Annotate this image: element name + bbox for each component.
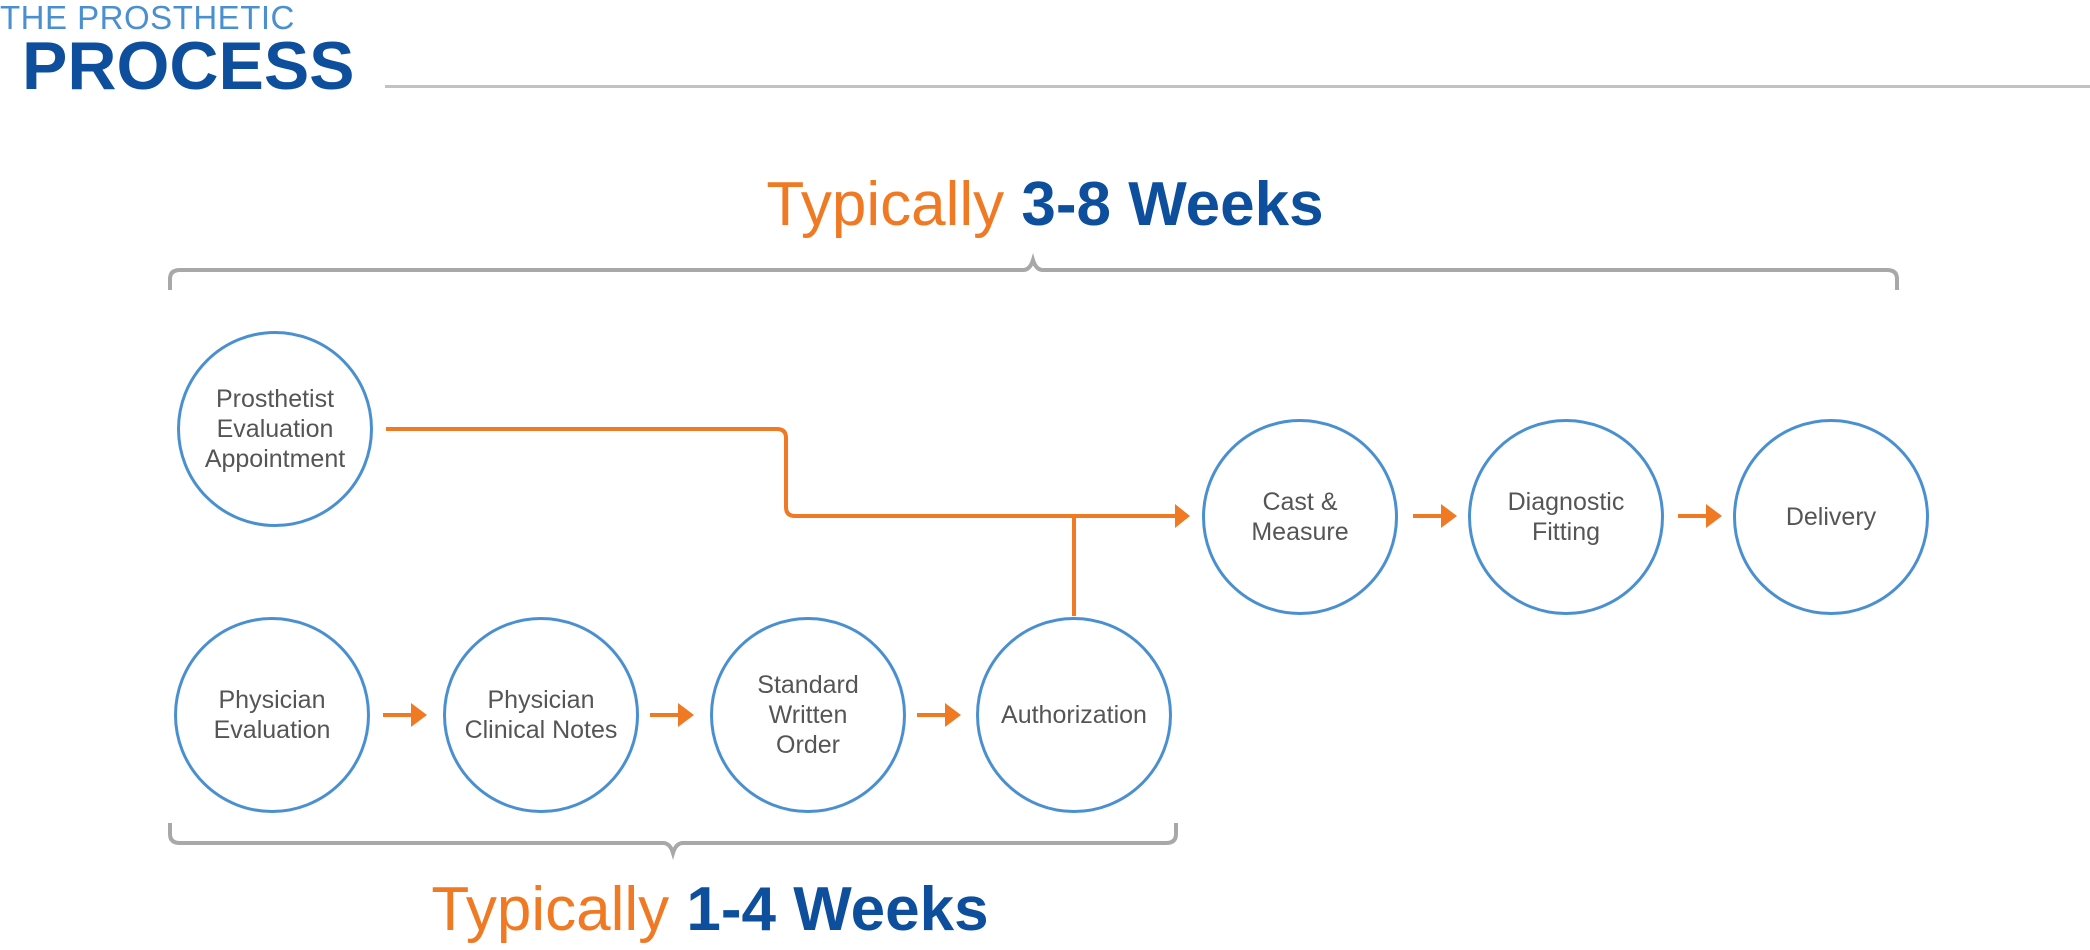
header-subtitle: THE PROSTHETIC [0,0,295,36]
arrow-1-icon [383,703,427,727]
node-label: Diagnostic Fitting [1507,488,1625,546]
initial-duration-bracket [168,823,1178,860]
header-divider [385,85,2090,88]
arrow-2-icon [650,703,694,727]
initial-duration-lead: Typically [431,875,670,944]
node-label: Physician Clinical Notes [464,686,618,744]
node-diagnostic-fitting: Diagnostic Fitting [1468,419,1664,615]
node-authorization: Authorization [976,617,1172,813]
node-physician-clinical-notes: Physician Clinical Notes [443,617,639,813]
total-duration-lead: Typically [766,170,1005,239]
arrow-5-icon [1678,504,1722,528]
arrow-to-cast-icon [1175,504,1190,528]
node-prosthetist-evaluation: Prosthetist Evaluation Appointment [177,331,373,527]
prosthetist-connector-line [386,427,1175,518]
node-label: Authorization [1001,701,1147,729]
node-standard-written-order: Standard Written Order [710,617,906,813]
total-duration-value: 3-8 Weeks [1021,170,1324,239]
initial-duration-value: 1-4 Weeks [686,875,989,944]
total-duration-label: Typically 3-8 Weeks [645,170,1445,240]
node-label: Standard Written Order [757,671,859,759]
initial-duration-label: Typically 1-4 Weeks [310,875,1110,945]
arrow-4-icon [1413,504,1457,528]
node-physician-evaluation: Physician Evaluation [174,617,370,813]
node-cast-measure: Cast & Measure [1202,419,1398,615]
node-label: Delivery [1785,503,1877,531]
node-label: Physician Evaluation [213,686,331,744]
node-label: Cast & Measure [1251,488,1349,546]
arrow-3-icon [917,703,961,727]
node-label: Prosthetist Evaluation Appointment [204,385,346,473]
total-duration-bracket [168,253,1899,290]
node-delivery: Delivery [1733,419,1929,615]
page-title: PROCESS [22,28,355,104]
